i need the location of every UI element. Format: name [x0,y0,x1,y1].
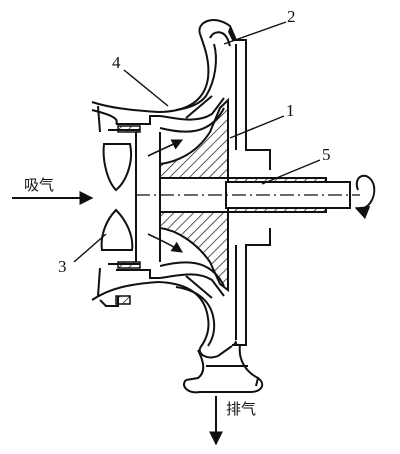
volute-casing [157,19,271,394]
volute-walls-solid [228,26,238,346]
callout-4: 4 [112,53,121,72]
inlet-label: 吸气 [24,176,54,194]
callout-1: 1 [286,101,295,120]
flow-arrows [147,139,184,253]
callout-2: 2 [287,7,296,26]
inlet-flange-hatch [115,125,141,305]
callout-leaders [73,21,321,263]
rotation-arrow-icon [354,175,376,220]
callout-3: 3 [58,257,67,276]
callout-5: 5 [322,145,331,164]
outlet-label: 排气 [226,400,256,418]
shaft [136,181,360,209]
guide-vanes [100,143,134,251]
